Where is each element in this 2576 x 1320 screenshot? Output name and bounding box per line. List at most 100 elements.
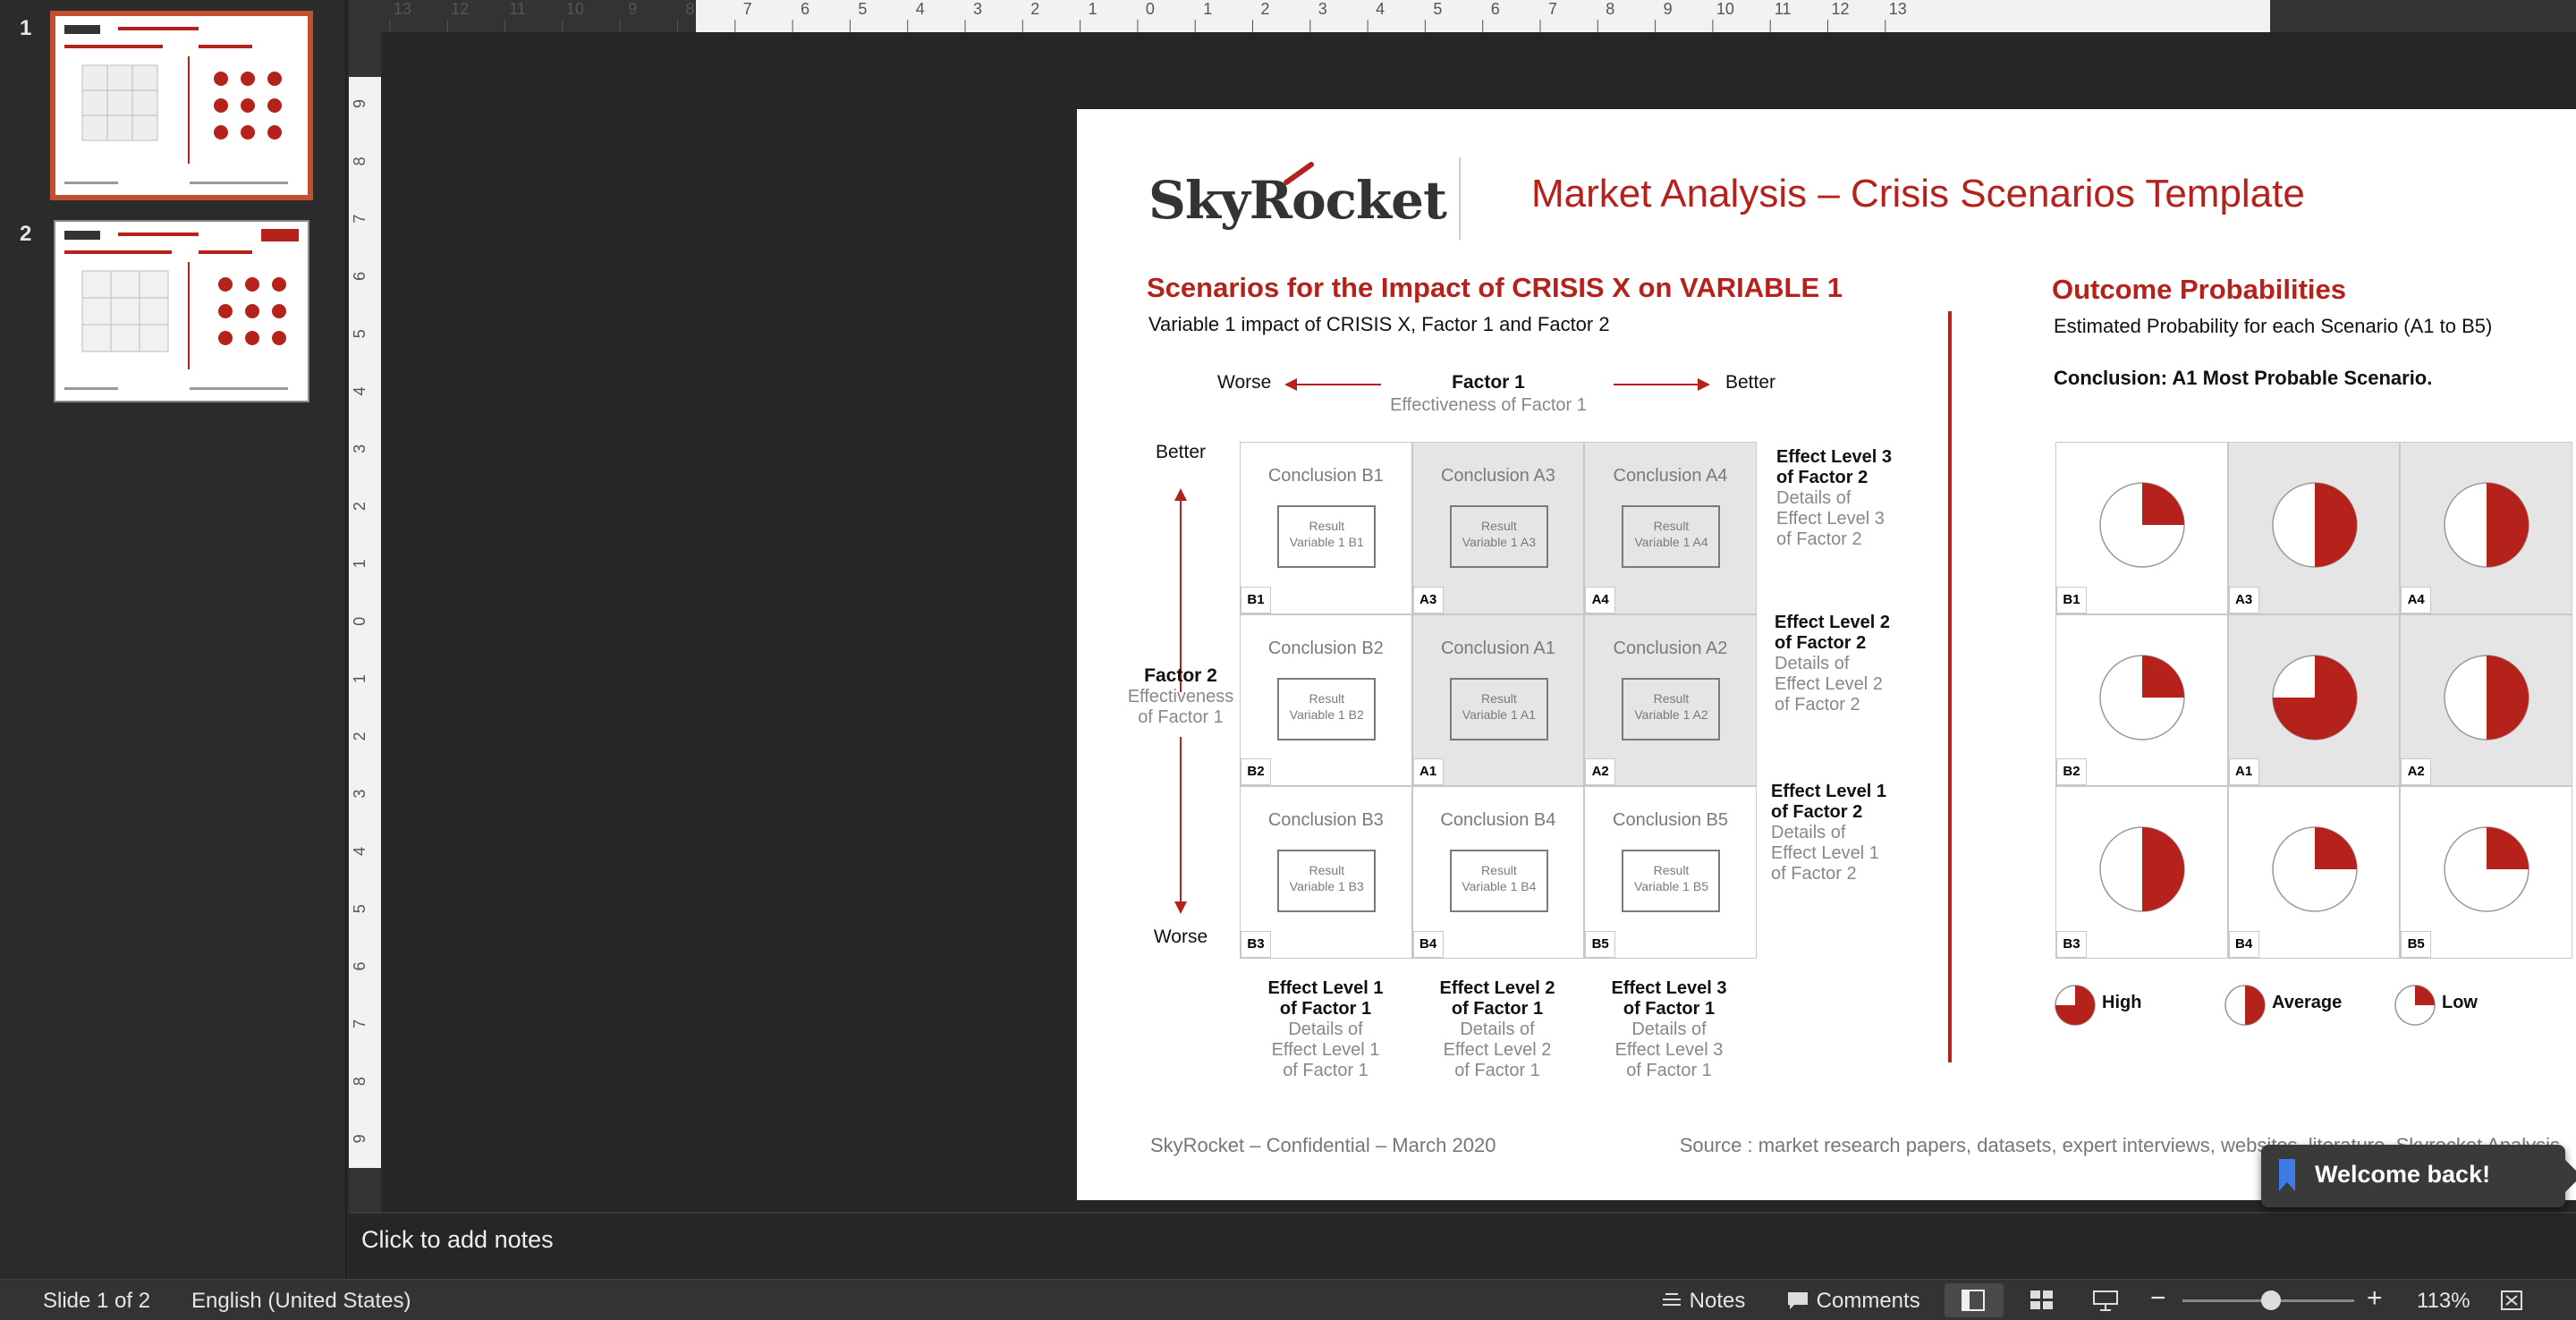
pie-slice: [2314, 827, 2357, 870]
slide-editing-area[interactable]: SkyRocket Market Analysis – Crisis Scena…: [381, 32, 2576, 1212]
ruler-label: 6: [351, 961, 369, 970]
slide-sorter-button[interactable]: [2029, 1289, 2055, 1318]
legend-item-average: Average: [2224, 984, 2385, 1028]
ruler-label: 5: [351, 329, 369, 338]
ruler-label: 8: [685, 0, 694, 18]
arrow-right-icon: [1614, 378, 1710, 391]
thumbnail-number-1: 1: [20, 16, 32, 40]
normal-view-button[interactable]: [1945, 1283, 2004, 1317]
zoom-level[interactable]: 113%: [2417, 1289, 2470, 1313]
effect-level3-factor1: Effect Level 3 of Factor 1 Details of Ef…: [1611, 978, 1727, 1080]
pie-slice: [2142, 483, 2185, 525]
ruler-label: 10: [566, 0, 584, 18]
probability-cell-a4: A4: [2400, 442, 2572, 614]
scenario-tag: A3: [1412, 586, 1444, 613]
scenario-conclusion: Conclusion B2: [1267, 638, 1384, 658]
ruler-label: 1: [351, 559, 369, 568]
language-indicator[interactable]: English (United States): [191, 1289, 411, 1313]
scenario-conclusion: Conclusion A2: [1613, 638, 1728, 658]
effect-level3-factor2: Effect Level 3 of Factor 2 Details of Ef…: [1776, 447, 1892, 549]
ruler-label: 9: [351, 99, 369, 108]
status-bar: Slide 1 of 2 English (United States) Not…: [0, 1279, 2576, 1320]
notes-icon: [1663, 1293, 1681, 1306]
notes-button[interactable]: Notes: [1660, 1289, 1745, 1314]
scenario-tag: B2: [2056, 758, 2087, 786]
legend-item-low: Low: [2394, 984, 2555, 1028]
slide-thumbnail-2[interactable]: [54, 220, 309, 402]
fit-to-window-button[interactable]: [2499, 1289, 2524, 1318]
arrow-up-icon: [1174, 488, 1187, 692]
pie-slice: [2272, 655, 2357, 740]
notes-placeholder[interactable]: Click to add notes: [361, 1226, 554, 1253]
probability-cell-b5: B5: [2400, 786, 2572, 959]
ruler-label: 1: [1089, 0, 1097, 18]
comments-button[interactable]: Comments: [1785, 1289, 1920, 1314]
welcome-back-text: Welcome back!: [2315, 1161, 2491, 1188]
ruler-label: 9: [628, 0, 637, 18]
ruler-label: 12: [451, 0, 469, 18]
axis-y-worse-label: Worse: [1153, 927, 1208, 947]
ruler-label: 13: [1889, 0, 1907, 18]
zoom-out-button[interactable]: −: [2150, 1283, 2166, 1313]
normal-view-icon: [1962, 1290, 1985, 1311]
ruler-label: 6: [801, 0, 809, 18]
outcome-subtitle: Estimated Probability for each Scenario …: [2054, 315, 2493, 337]
probability-cell-b2: B2: [2055, 613, 2228, 787]
welcome-back-toast[interactable]: Welcome back!: [2261, 1145, 2576, 1207]
ruler-label: 11: [509, 0, 526, 18]
legend-pie-high: [2055, 985, 2096, 1026]
fit-window-icon: [2501, 1290, 2522, 1310]
ruler-label: 5: [351, 904, 369, 913]
slide-thumbnail-1[interactable]: [50, 11, 313, 200]
scenario-conclusion: Conclusion B4: [1440, 810, 1556, 831]
scenarios-title: Scenarios for the Impact of CRISIS X on …: [1147, 272, 1843, 303]
scenario-tag: B3: [2056, 930, 2087, 958]
effect-level2-factor2: Effect Level 2 of Factor 2 Details of Ef…: [1775, 613, 1890, 715]
slide-canvas[interactable]: SkyRocket Market Analysis – Crisis Scena…: [1077, 109, 2576, 1200]
probability-pie-b3: [2099, 826, 2186, 912]
zoom-in-button[interactable]: +: [2367, 1283, 2383, 1313]
scenario-tag: B3: [1241, 930, 1271, 958]
scenario-tag: B1: [2056, 586, 2087, 613]
arrow-down-icon: [1174, 737, 1187, 914]
scenario-tag: B4: [1412, 930, 1444, 958]
probability-pie-b1: [2099, 482, 2186, 568]
factor1-label: Factor 1 Effectiveness of Factor 1: [1390, 372, 1587, 415]
ruler-label: 7: [743, 0, 752, 18]
ruler-label: 5: [858, 0, 867, 18]
ruler-label: 8: [351, 157, 369, 165]
effect-level1-factor2: Effect Level 1 of Factor 2 Details of Ef…: [1771, 782, 1886, 884]
factor2-label: Factor 2 Effectiveness of Factor 1: [1127, 665, 1234, 727]
skyrocket-logo: SkyRocket: [1148, 162, 1447, 234]
scenario-conclusion: Conclusion A4: [1613, 466, 1728, 486]
slide-counter[interactable]: Slide 1 of 2: [43, 1289, 151, 1313]
scenario-tag: B5: [1585, 930, 1616, 958]
legend-label: Average: [2272, 993, 2343, 1012]
ruler-label: 9: [1664, 0, 1673, 18]
ruler-label: 8: [1606, 0, 1614, 18]
ruler-label: 9: [351, 1134, 369, 1143]
notes-pane[interactable]: Click to add notes: [349, 1212, 2576, 1279]
slide-thumbnail-pane[interactable]: 1 2: [0, 0, 347, 1279]
scenario-tag: A2: [1585, 758, 1616, 786]
probability-pie-b2: [2099, 654, 2186, 740]
scenario-tag: B2: [1241, 758, 1271, 786]
thumbnail-2-preview: [64, 229, 299, 390]
probability-pie-a4: [2444, 482, 2530, 568]
presenter-view-button[interactable]: [2091, 1289, 2120, 1318]
zoom-slider-thumb[interactable]: [2261, 1290, 2281, 1310]
pie-slice: [2415, 986, 2435, 1005]
